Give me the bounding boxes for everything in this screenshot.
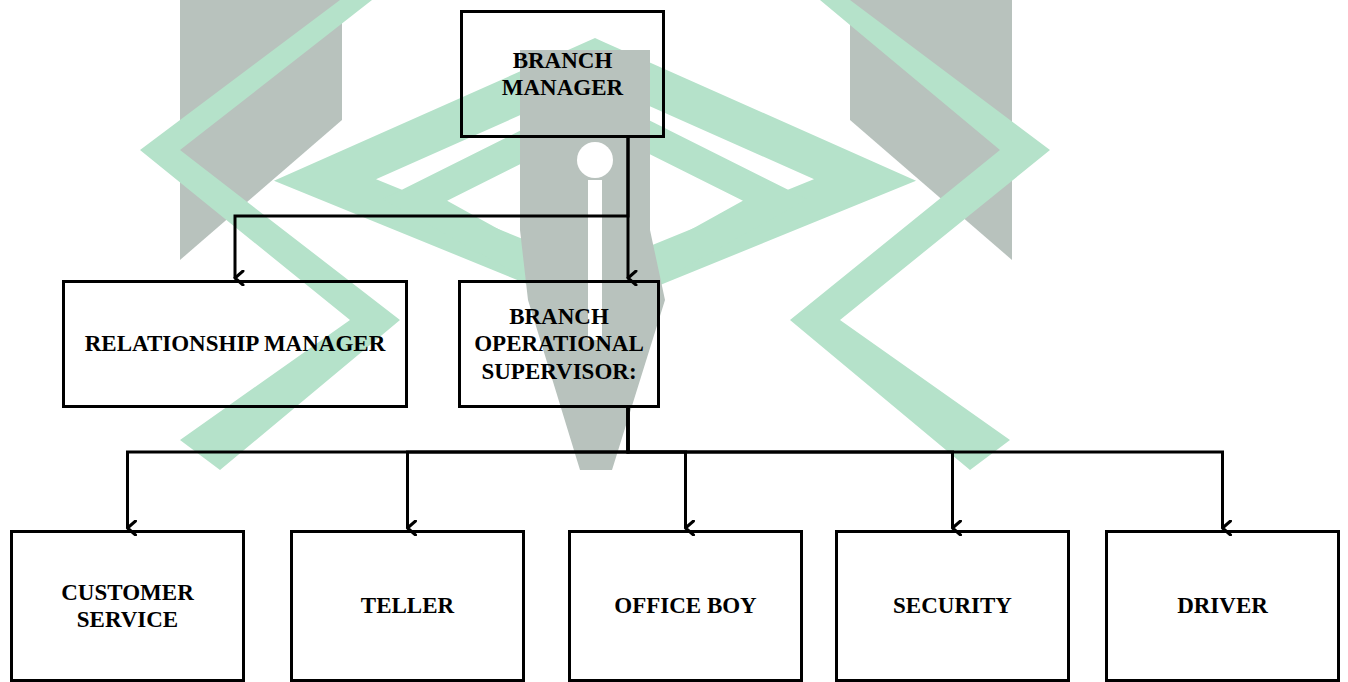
green-chevron-right xyxy=(790,0,1050,470)
role-title: CUSTOMER SERVICE xyxy=(25,579,230,633)
staff-box: CUSTOMER SERVICE xyxy=(10,530,245,682)
role-title: TELLER xyxy=(361,592,454,619)
reporting-arrow xyxy=(628,408,1223,528)
reporting-arrow xyxy=(408,408,629,528)
green-chevron-left xyxy=(140,0,400,470)
reporting-arrow xyxy=(235,138,628,278)
staff-box: SECURITY xyxy=(835,530,1070,682)
role-title: RELATIONSHIP MANAGER xyxy=(85,330,386,357)
supervisor-box: BRANCH OPERATIONAL SUPERVISOR: xyxy=(458,280,660,408)
role-title: BRANCH OPERATIONAL SUPERVISOR: xyxy=(473,303,645,384)
role-title: BRANCH MANAGER xyxy=(475,47,650,101)
nib-hole xyxy=(577,142,613,178)
relationship-box: RELATIONSHIP MANAGER xyxy=(62,280,408,408)
reporting-arrow xyxy=(128,408,629,528)
staff-box: DRIVER xyxy=(1105,530,1340,682)
staff-box: OFFICE BOY xyxy=(568,530,803,682)
staff-box: TELLER xyxy=(290,530,525,682)
role-title: OFFICE BOY xyxy=(614,592,756,619)
reporting-arrow xyxy=(628,408,686,528)
role-title: DRIVER xyxy=(1177,592,1268,619)
role-title: SECURITY xyxy=(893,592,1012,619)
reporting-arrow xyxy=(627,138,630,278)
reporting-arrow xyxy=(628,408,953,528)
manager-box: BRANCH MANAGER xyxy=(460,10,665,138)
